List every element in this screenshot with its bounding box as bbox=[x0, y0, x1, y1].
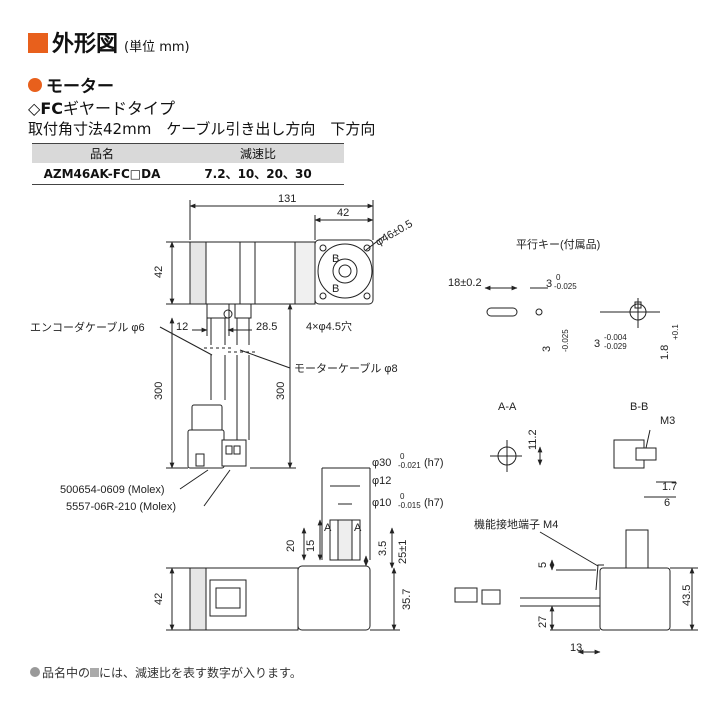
footnote-part2: には、減速比を表す数字が入ります。 bbox=[99, 666, 302, 680]
encoder-cable-label: エンコーダケーブル φ6 bbox=[30, 320, 145, 334]
key-1-8-tol: +0.1 bbox=[671, 324, 680, 340]
dim-300-left: 300 bbox=[153, 382, 165, 400]
dim-6: 6 bbox=[664, 497, 670, 509]
type-fc: FC bbox=[40, 99, 63, 118]
dim-phi30-tol-bottom: -0.021 bbox=[398, 461, 421, 470]
key-18: 18±0.2 bbox=[448, 277, 482, 289]
spec-ratios: 7.2、10、20、30 bbox=[172, 163, 344, 185]
footnote: 品名中のには、減速比を表す数字が入ります。 bbox=[30, 664, 302, 681]
parallel-key bbox=[484, 285, 660, 328]
dim-13: 13 bbox=[570, 642, 582, 654]
spec-row: AZM46AK-FC□DA 7.2、10、20、30 bbox=[32, 163, 344, 185]
dim-phi12: φ12 bbox=[372, 475, 391, 487]
spec-header-row: 品名 減速比 bbox=[32, 143, 344, 163]
section-marker bbox=[28, 77, 42, 92]
type-mark: ◇ bbox=[28, 99, 41, 118]
ground-label: 機能接地端子 M4 bbox=[474, 517, 558, 531]
dim-28-5: 28.5 bbox=[256, 321, 277, 333]
key-3b-tol: -0.025 bbox=[561, 329, 570, 352]
dim-5: 5 bbox=[537, 562, 549, 568]
type-line: ◇FCギヤードタイプ bbox=[28, 95, 175, 119]
spec-header-ratio: 減速比 bbox=[172, 143, 344, 163]
section-title: モーター bbox=[28, 72, 114, 97]
subtitle: 取付角寸法42mm ケーブル引き出し方向 下方向 bbox=[28, 120, 376, 138]
title-text: 外形図 bbox=[52, 32, 119, 57]
footnote-part1: 品名中の bbox=[42, 666, 91, 680]
dim-phi46: φ46±0.5 bbox=[374, 218, 415, 249]
dim-27: 27 bbox=[537, 616, 549, 628]
label-b-top: B bbox=[332, 253, 339, 265]
dim-phi10-tol-top: 0 bbox=[400, 492, 405, 501]
dim-35-7: 35.7 bbox=[401, 589, 413, 610]
section-aa: A-A bbox=[498, 401, 517, 413]
dim-phi10-fit: (h7) bbox=[424, 497, 444, 509]
label-b-bottom: B bbox=[332, 283, 339, 295]
page-title: 外形図 (単位 mm) bbox=[28, 26, 190, 58]
dim-phi30-tol-top: 0 bbox=[400, 452, 405, 461]
key-3c-tol2: -0.029 bbox=[604, 342, 627, 351]
type-rest: ギヤードタイプ bbox=[62, 99, 175, 118]
dim-42-bottom: 42 bbox=[153, 593, 165, 605]
section-title-text: モーター bbox=[46, 77, 114, 97]
holes-label: 4×φ4.5穴 bbox=[306, 319, 352, 333]
dim-300-right: 300 bbox=[275, 382, 287, 400]
dim-11-2: 11.2 bbox=[527, 429, 539, 450]
key-3-tol: -0.025 bbox=[554, 282, 577, 291]
key-3c: 3 bbox=[594, 338, 600, 350]
key-3-tol0: 0 bbox=[556, 273, 561, 282]
spec-model: AZM46AK-FC□DA bbox=[32, 163, 172, 185]
label-a-right: A bbox=[354, 522, 362, 534]
dim-phi10: φ10 bbox=[372, 497, 391, 509]
dim-3-5: 3.5 bbox=[377, 541, 389, 556]
key-3c-tol1: -0.004 bbox=[604, 333, 627, 342]
dim-phi30: φ30 bbox=[372, 457, 391, 469]
dim-42-left: 42 bbox=[153, 266, 165, 278]
motor-top-view bbox=[189, 239, 374, 319]
dim-20: 20 bbox=[285, 540, 297, 552]
motor-bottom-view bbox=[189, 565, 371, 631]
connector-2-label: 5557-06R-210 (Molex) bbox=[66, 501, 176, 513]
key-title: 平行キー(付属品) bbox=[516, 238, 600, 251]
dim-43-5: 43.5 bbox=[681, 585, 693, 606]
footnote-box-icon bbox=[90, 668, 100, 677]
dim-phi10-tol-bottom: -0.015 bbox=[398, 501, 421, 510]
connector-1-label: 500654-0609 (Molex) bbox=[60, 484, 165, 496]
unit-label: (単位 mm) bbox=[124, 40, 190, 55]
spec-table: 品名 減速比 AZM46AK-FC□DA 7.2、10、20、30 bbox=[32, 143, 344, 185]
dim-25: 25±1 bbox=[397, 540, 409, 564]
dim-15: 15 bbox=[305, 540, 317, 552]
section-bb: B-B bbox=[630, 401, 648, 413]
footnote-bullet bbox=[30, 667, 40, 677]
dim-1-7: 1.7 bbox=[662, 481, 677, 493]
label-m3: M3 bbox=[660, 415, 675, 427]
key-1-8: 1.8 bbox=[659, 345, 671, 360]
dim-131: 131 bbox=[278, 193, 296, 205]
title-marker bbox=[28, 33, 48, 53]
dim-42-top: 42 bbox=[337, 207, 349, 219]
dim-phi30-fit: (h7) bbox=[424, 457, 444, 469]
key-3b: 3 bbox=[541, 346, 553, 352]
key-3: 3 bbox=[546, 278, 552, 290]
dim-12: 12 bbox=[176, 321, 188, 333]
label-a-left: A bbox=[324, 522, 332, 534]
spec-header-model: 品名 bbox=[32, 143, 172, 163]
motor-cable-label: モーターケーブル φ8 bbox=[294, 361, 398, 375]
